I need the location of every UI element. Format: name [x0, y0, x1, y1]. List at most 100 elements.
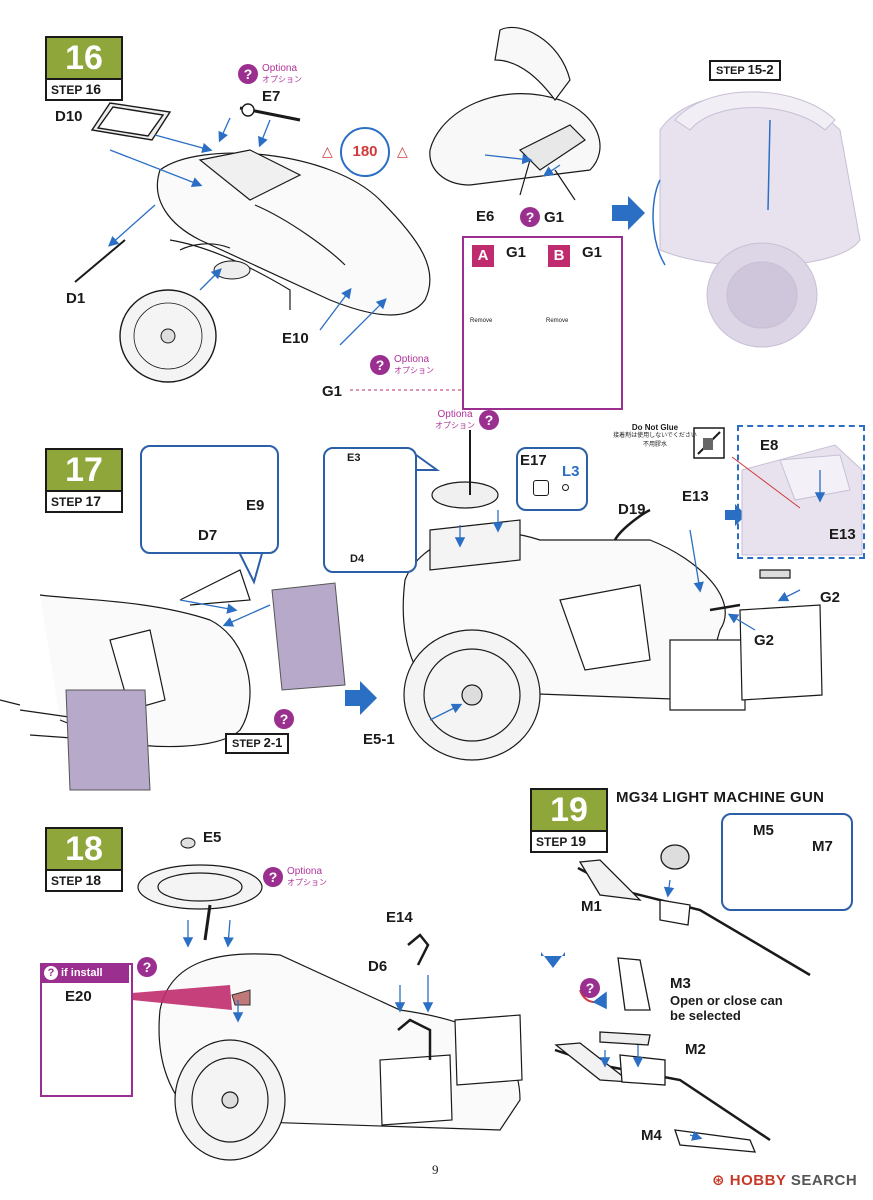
part-e20: E20	[65, 988, 92, 1005]
part-g1-left: G1	[322, 383, 343, 400]
part-g2-lower: G2	[754, 632, 775, 649]
part-d4: D4	[350, 553, 365, 565]
e17-part-shape	[533, 480, 549, 496]
part-e14: E14	[386, 909, 413, 926]
optional-jp: オプション	[262, 75, 302, 84]
l3-part-shape	[562, 484, 569, 491]
part-m1: M1	[581, 898, 602, 915]
if-install-label: if install	[61, 967, 103, 979]
step-16-word: STEP	[51, 83, 83, 97]
triangle-right-icon: △	[397, 143, 408, 159]
optional-en: Optiona	[394, 354, 430, 365]
step-19-number: 19	[532, 790, 606, 832]
step-ref-2-1-num: 2-1	[263, 735, 283, 750]
optional-jp: オプション	[435, 421, 475, 430]
optional-jp: オプション	[394, 366, 434, 375]
sidecar-body-17	[402, 430, 823, 761]
e9-d7-callout	[140, 445, 279, 554]
step-18-badge: 18 STEP 18	[45, 827, 123, 892]
step-ref-15-2-word: STEP	[716, 65, 745, 77]
part-m4: M4	[641, 1127, 662, 1144]
e7-part	[239, 103, 301, 122]
part-m3: M3	[670, 975, 691, 992]
do-not-glue-cn: 不用膠水	[642, 442, 667, 448]
sidecar-body-18	[137, 864, 523, 1161]
variant-b-tag: B	[548, 245, 570, 267]
mg34-title: MG34 LIGHT MACHINE GUN	[616, 789, 825, 806]
step-ref-2-1: STEP 2-1	[225, 733, 290, 754]
part-m7: M7	[812, 838, 833, 855]
step-18-number: 18	[47, 829, 121, 871]
watermark-logo: ⊛ HOBBY SEARCH	[712, 1171, 857, 1189]
if-install-header: ?if install	[40, 963, 129, 983]
step-ref-15-2-num: 15-2	[747, 62, 774, 77]
e17-l3-callout	[516, 447, 588, 511]
m5-m7-callout	[721, 813, 853, 911]
optional-en: Optiona	[287, 866, 323, 877]
step-17-word: STEP	[51, 495, 83, 509]
step-16-label-num: 16	[85, 81, 102, 97]
hobby-search-icon: ⊛	[712, 1172, 726, 1189]
optional-note-g1b: ? G1	[520, 207, 564, 227]
part-d7: D7	[198, 527, 218, 544]
page-number: 9	[432, 1162, 439, 1177]
step-17-badge: 17 STEP 17	[45, 448, 123, 513]
step-19-badge: 19 STEP 19	[530, 788, 608, 853]
question-icon: ?	[137, 957, 157, 977]
part-m5: M5	[753, 822, 774, 839]
rotate-180-indicator: 180	[340, 127, 390, 177]
question-icon: ?	[580, 978, 600, 998]
part-m2: M2	[685, 1041, 706, 1058]
d10-part	[90, 102, 172, 141]
step-17-label-num: 17	[85, 493, 102, 509]
part-e8: E8	[760, 437, 779, 454]
part-e13-inset: E13	[829, 526, 856, 543]
question-icon: ?	[44, 966, 58, 980]
question-icon: ?	[370, 355, 390, 375]
wheel-16	[119, 289, 217, 383]
watermark-brand-a: HOBBY	[729, 1172, 787, 1189]
question-icon: ?	[238, 64, 258, 84]
part-e9: E9	[246, 497, 265, 514]
part-d1: D1	[66, 290, 86, 307]
step-17-number: 17	[47, 450, 121, 492]
part-g2-right: G2	[820, 589, 841, 606]
optional-en: Optiona	[262, 63, 298, 74]
part-d19: D19	[618, 501, 646, 518]
ref-15-2-render	[659, 91, 861, 348]
part-e5: E5	[203, 829, 222, 846]
triangle-left-icon: △	[322, 143, 333, 159]
step-ref-15-2: STEP 15-2	[709, 60, 781, 81]
question-icon: ?	[274, 709, 294, 729]
part-d10: D10	[55, 108, 83, 125]
part-e7: E7	[262, 88, 281, 105]
question-icon: ?	[520, 207, 540, 227]
step-19-label-num: 19	[570, 833, 587, 849]
optional-en: Optiona	[437, 409, 473, 420]
seat-detail-16	[429, 26, 601, 201]
step-16-number: 16	[47, 38, 121, 80]
step-18-label-num: 18	[85, 872, 102, 888]
step-16-badge: 16 STEP 16	[45, 36, 123, 101]
e20-install-box	[40, 963, 133, 1097]
part-l3: L3	[562, 463, 580, 480]
part-e13-top: E13	[682, 488, 709, 505]
question-icon: ?	[479, 410, 499, 430]
part-g1-top: G1	[544, 208, 565, 226]
variant-b-part: G1	[582, 244, 603, 261]
part-e6: E6	[476, 208, 495, 225]
part-e17: E17	[520, 452, 547, 469]
watermark-brand-b: SEARCH	[790, 1172, 858, 1189]
part-e10: E10	[282, 330, 309, 347]
do-not-glue-jp: 接着剤は使用しないでください	[613, 433, 697, 439]
do-not-glue-en: Do Not Glue	[631, 423, 679, 432]
remove-note-b: Remove	[546, 318, 569, 324]
step-ref-2-1-word: STEP	[232, 738, 261, 750]
step-18-word: STEP	[51, 874, 83, 888]
variant-a-tag: A	[472, 245, 494, 267]
